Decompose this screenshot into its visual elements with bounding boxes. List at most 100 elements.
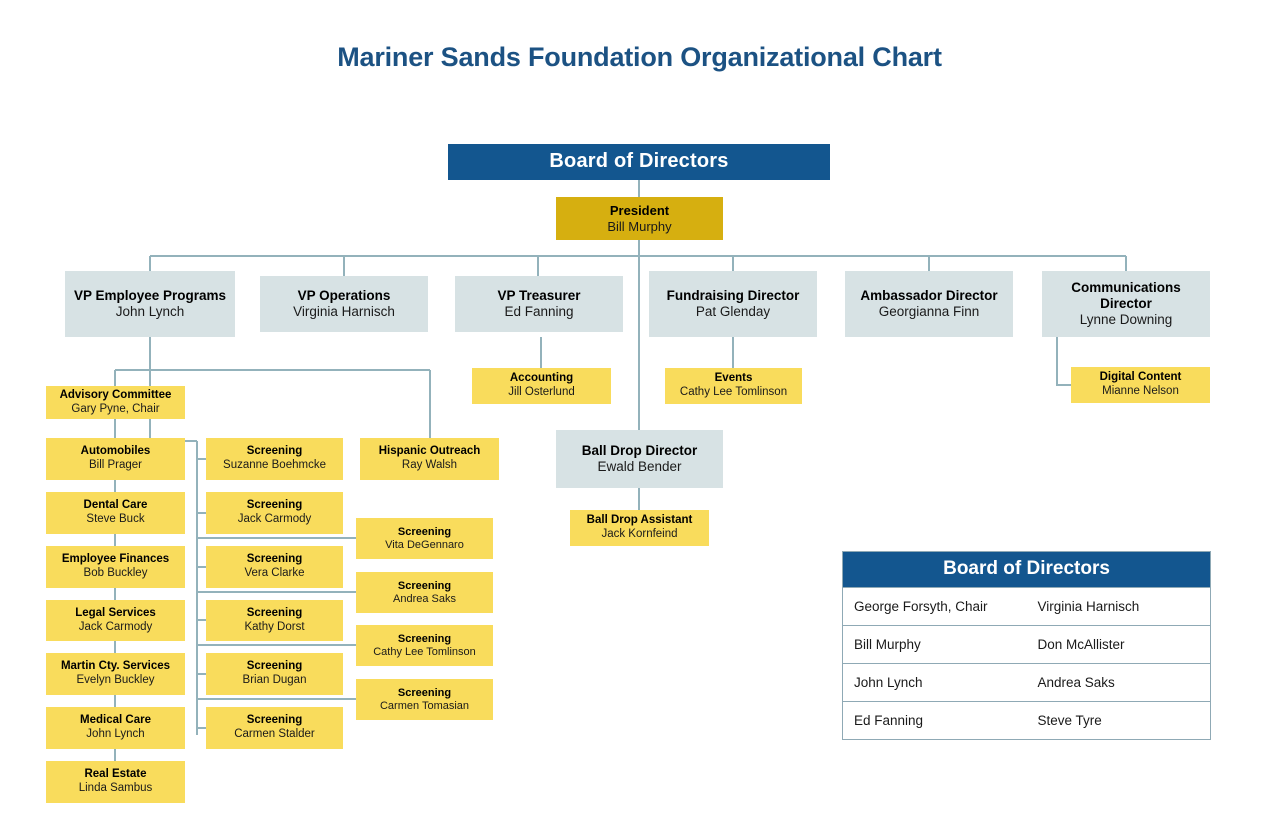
- node-title: Hispanic Outreach: [378, 445, 481, 458]
- node-communications-director[interactable]: Communications Director Lynne Downing: [1042, 271, 1210, 337]
- page-title: Mariner Sands Foundation Organizational …: [337, 42, 942, 72]
- node-title: Events: [714, 372, 753, 385]
- node-person: Mianne Nelson: [1102, 385, 1179, 397]
- node-dental-care[interactable]: Dental Care Steve Buck: [46, 492, 185, 534]
- node-person: Linda Sambus: [78, 782, 153, 794]
- node-fundraising-director[interactable]: Fundraising Director Pat Glenday: [649, 271, 817, 337]
- node-real-estate[interactable]: Real Estate Linda Sambus: [46, 761, 185, 803]
- node-title: Employee Finances: [61, 553, 170, 566]
- node-person: Jack Carmody: [78, 620, 153, 633]
- node-automobiles[interactable]: Automobiles Bill Prager: [46, 438, 185, 480]
- node-title: Screening: [397, 686, 452, 699]
- node-person: Carmen Stalder: [234, 728, 315, 740]
- node-employee-finances[interactable]: Employee Finances Bob Buckley: [46, 546, 185, 588]
- table-cell-name: Steve Tyre: [1037, 713, 1102, 728]
- node-title: President: [609, 203, 670, 219]
- node-screening-suzanne-boehmcke[interactable]: Screening Suzanne Boehmcke: [206, 438, 343, 480]
- node-title: Dental Care: [83, 499, 148, 512]
- node-vp-treasurer[interactable]: VP Treasurer Ed Fanning: [455, 276, 623, 332]
- node-medical-care[interactable]: Medical Care John Lynch: [46, 707, 185, 749]
- node-person: Andrea Saks: [393, 592, 456, 605]
- node-vp-employee-programs[interactable]: VP Employee Programs John Lynch: [65, 271, 235, 337]
- node-title: Real Estate: [84, 768, 147, 781]
- node-screening-vera-clarke[interactable]: Screening Vera Clarke: [206, 546, 343, 588]
- table-cell-name: John Lynch: [854, 675, 923, 690]
- node-person: Evelyn Buckley: [76, 674, 155, 686]
- node-screening-brian-dugan[interactable]: Screening Brian Dugan: [206, 653, 343, 695]
- node-vp-operations[interactable]: VP Operations Virginia Harnisch: [260, 276, 428, 332]
- node-advisory-committee[interactable]: Advisory Committee Gary Pyne, Chair: [46, 386, 185, 419]
- node-person: Ed Fanning: [504, 304, 574, 319]
- node-legal-services[interactable]: Legal Services Jack Carmody: [46, 600, 185, 641]
- node-person: Jack Kornfeind: [601, 528, 678, 540]
- node-title: Automobiles: [80, 445, 151, 458]
- board-of-directors-table: Board of Directors George Forsyth, Chair…: [842, 551, 1211, 740]
- node-person: Georgianna Finn: [878, 304, 980, 319]
- node-person: Pat Glenday: [695, 304, 771, 319]
- node-title: Screening: [246, 499, 303, 512]
- node-person: Cathy Lee Tomlinson: [679, 386, 788, 398]
- node-person: Vita DeGennaro: [385, 538, 464, 551]
- node-martin-cty-services[interactable]: Martin Cty. Services Evelyn Buckley: [46, 653, 185, 695]
- node-title: VP Operations: [297, 288, 391, 304]
- node-title: Digital Content: [1099, 371, 1182, 384]
- node-title: Martin Cty. Services: [60, 660, 171, 673]
- node-person: Vera Clarke: [244, 567, 305, 579]
- board-table-header: Board of Directors: [843, 552, 1210, 587]
- node-title: Screening: [246, 660, 303, 673]
- node-person: Suzanne Boehmcke: [223, 459, 326, 471]
- node-events[interactable]: Events Cathy Lee Tomlinson: [665, 368, 802, 404]
- node-person: Kathy Dorst: [244, 620, 305, 633]
- node-title: Screening: [246, 714, 303, 727]
- node-title: VP Treasurer: [497, 288, 581, 304]
- node-person: Gary Pyne, Chair: [71, 402, 160, 415]
- node-person: John Lynch: [86, 728, 145, 740]
- node-person: John Lynch: [115, 304, 185, 319]
- node-ball-drop-director[interactable]: Ball Drop Director Ewald Bender: [556, 430, 723, 488]
- node-title: Board of Directors: [549, 150, 729, 173]
- node-person: Brian Dugan: [242, 674, 307, 686]
- node-title: Accounting: [509, 372, 574, 385]
- node-title: Screening: [246, 445, 303, 458]
- node-title: Ambassador Director: [860, 288, 998, 304]
- node-person: Jill Osterlund: [508, 386, 575, 398]
- table-cell-name: Virginia Harnisch: [1037, 599, 1140, 614]
- node-screening-kathy-dorst[interactable]: Screening Kathy Dorst: [206, 600, 343, 641]
- node-person: Carmen Tomasian: [379, 699, 470, 712]
- node-president[interactable]: President Bill Murphy: [556, 197, 723, 240]
- table-cell-name: Bill Murphy: [854, 637, 921, 652]
- table-row: Ed Fanning Steve Tyre: [843, 701, 1210, 739]
- node-screening-jack-carmody[interactable]: Screening Jack Carmody: [206, 492, 343, 534]
- node-hispanic-outreach[interactable]: Hispanic Outreach Ray Walsh: [360, 438, 499, 480]
- node-screening-carmen-stalder[interactable]: Screening Carmen Stalder: [206, 707, 343, 749]
- node-ambassador-director[interactable]: Ambassador Director Georgianna Finn: [845, 271, 1013, 337]
- node-accounting[interactable]: Accounting Jill Osterlund: [472, 368, 611, 404]
- node-person: Ewald Bender: [597, 459, 682, 474]
- table-cell-name: Don McAllister: [1037, 637, 1125, 652]
- node-title: Screening: [397, 579, 452, 592]
- node-title: Screening: [246, 553, 303, 566]
- node-title: Ball Drop Director: [581, 443, 698, 459]
- table-cell-name: George Forsyth, Chair: [854, 599, 988, 614]
- node-screening-carmen-tomasian[interactable]: Screening Carmen Tomasian: [356, 679, 493, 720]
- table-row: George Forsyth, Chair Virginia Harnisch: [843, 587, 1210, 625]
- node-board-of-directors[interactable]: Board of Directors: [448, 144, 830, 180]
- node-title: Medical Care: [80, 714, 151, 727]
- node-person: Bill Murphy: [607, 218, 672, 234]
- table-row: Bill Murphy Don McAllister: [843, 625, 1210, 663]
- node-person: Cathy Lee Tomlinson: [373, 645, 476, 658]
- node-person: Lynne Downing: [1079, 311, 1173, 327]
- node-title: Legal Services: [75, 606, 156, 619]
- node-screening-andrea-saks[interactable]: Screening Andrea Saks: [356, 572, 493, 613]
- node-screening-vita-degennaro[interactable]: Screening Vita DeGennaro: [356, 518, 493, 559]
- table-cell-name: Andrea Saks: [1037, 675, 1115, 690]
- node-person: Steve Buck: [86, 513, 145, 525]
- node-title: Advisory Committee: [59, 388, 172, 401]
- node-screening-cathy-lee-tomlinson[interactable]: Screening Cathy Lee Tomlinson: [356, 625, 493, 666]
- node-ball-drop-assistant[interactable]: Ball Drop Assistant Jack Kornfeind: [570, 510, 709, 546]
- node-title: Screening: [397, 525, 452, 538]
- node-digital-content[interactable]: Digital Content Mianne Nelson: [1071, 367, 1210, 403]
- table-row: John Lynch Andrea Saks: [843, 663, 1210, 701]
